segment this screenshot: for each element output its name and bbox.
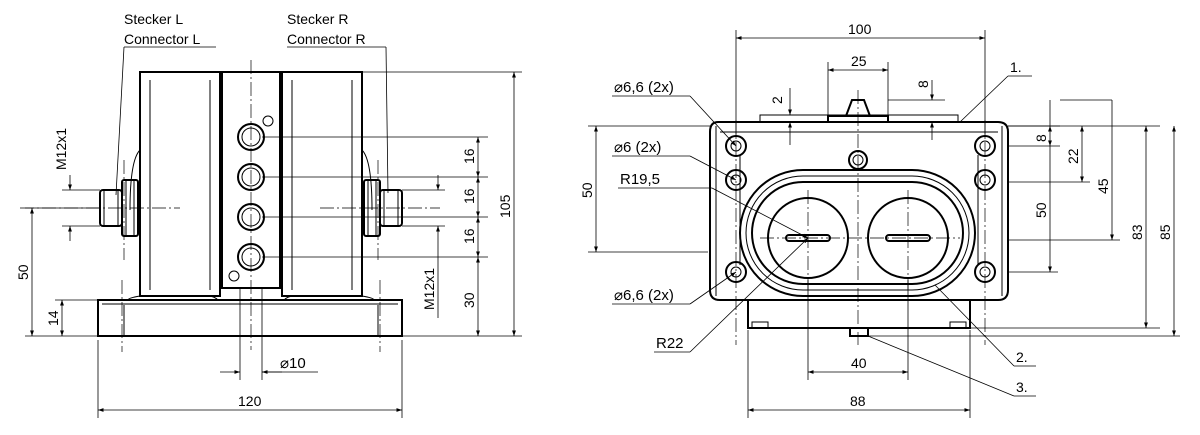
dim-83: 83 bbox=[970, 125, 1160, 329]
dim-50-left: 50 bbox=[579, 125, 710, 253]
svg-text:⌀10: ⌀10 bbox=[280, 355, 306, 372]
leader-connector-r bbox=[287, 46, 389, 194]
svg-text:16: 16 bbox=[461, 148, 477, 164]
dim-total-height: 105 bbox=[362, 71, 522, 337]
note-2: 2. bbox=[1016, 349, 1028, 365]
front-view: 100 25 2 8 1. bbox=[579, 21, 1180, 418]
dim-8-right: 8 bbox=[1008, 125, 1060, 147]
callout-radius-inner: R19,5 bbox=[618, 171, 809, 239]
dim-base-height: 14 bbox=[45, 299, 98, 336]
dim-45: 45 bbox=[1008, 99, 1120, 241]
dim-width-top: 100 bbox=[735, 21, 986, 136]
dim-22: 22 bbox=[1008, 126, 1090, 183]
dim-40: 40 bbox=[807, 280, 909, 380]
svg-text:88: 88 bbox=[850, 393, 866, 409]
svg-text:⌀6,6 (2x): ⌀6,6 (2x) bbox=[614, 79, 674, 96]
side-view-body bbox=[97, 71, 403, 337]
leader-note-2 bbox=[934, 284, 1015, 367]
side-view: Stecker L Connector L Stecker R Connecto… bbox=[15, 11, 522, 418]
callout-hole-bottom: ⌀6,6 (2x) bbox=[612, 271, 737, 305]
svg-text:M12x1: M12x1 bbox=[53, 128, 69, 170]
front-view-body bbox=[709, 99, 1009, 337]
connector-r-label-de: Stecker R bbox=[287, 11, 348, 27]
dim-50-right: 50 bbox=[1008, 100, 1058, 273]
dim-pitch: 16 16 16 30 bbox=[262, 136, 488, 336]
svg-text:50: 50 bbox=[15, 264, 31, 280]
leader-note-3 bbox=[867, 335, 1015, 397]
svg-text:R22: R22 bbox=[656, 335, 684, 352]
callout-hole-mid: ⌀6 (2x) bbox=[612, 139, 737, 181]
svg-text:85: 85 bbox=[1157, 224, 1173, 240]
svg-text:14: 14 bbox=[45, 310, 61, 326]
dim-width: 120 bbox=[97, 340, 403, 418]
svg-text:22: 22 bbox=[1065, 148, 1081, 164]
dim-thread-right: M12x1 bbox=[402, 175, 445, 318]
dim-thread-left: M12x1 bbox=[53, 128, 100, 241]
note-3: 3. bbox=[1016, 379, 1028, 395]
svg-text:100: 100 bbox=[848, 21, 872, 37]
dim-2: 2 bbox=[769, 88, 828, 145]
callout-hole-top: ⌀6,6 (2x) bbox=[612, 79, 737, 147]
callout-radius-outer: R22 bbox=[654, 237, 809, 353]
side-view-centerlines bbox=[20, 60, 440, 352]
svg-text:16: 16 bbox=[461, 188, 477, 204]
svg-text:⌀6,6 (2x): ⌀6,6 (2x) bbox=[614, 287, 674, 304]
connector-l-label-en: Connector L bbox=[124, 31, 200, 47]
svg-text:M12x1: M12x1 bbox=[421, 268, 437, 310]
svg-text:120: 120 bbox=[238, 393, 262, 409]
svg-text:50: 50 bbox=[579, 182, 595, 198]
svg-text:40: 40 bbox=[851, 355, 867, 371]
dim-8-top: 8 bbox=[888, 80, 945, 140]
dim-shaft-diameter: ⌀10 bbox=[220, 288, 318, 380]
connector-r-label-en: Connector R bbox=[287, 31, 366, 47]
svg-text:8: 8 bbox=[915, 80, 931, 88]
svg-text:16: 16 bbox=[461, 228, 477, 244]
note-1: 1. bbox=[1010, 59, 1022, 75]
dim-85: 85 bbox=[868, 126, 1180, 337]
svg-text:R19,5: R19,5 bbox=[620, 171, 660, 188]
svg-text:105: 105 bbox=[497, 194, 513, 218]
svg-text:83: 83 bbox=[1129, 224, 1145, 240]
dim-roller-width: 25 bbox=[827, 53, 889, 116]
svg-text:45: 45 bbox=[1095, 178, 1111, 194]
svg-text:25: 25 bbox=[851, 53, 867, 69]
svg-text:⌀6 (2x): ⌀6 (2x) bbox=[614, 139, 661, 156]
svg-text:8: 8 bbox=[1033, 134, 1049, 142]
svg-text:30: 30 bbox=[461, 292, 477, 308]
leader-connector-l bbox=[115, 46, 216, 196]
svg-text:2: 2 bbox=[769, 96, 785, 104]
svg-text:50: 50 bbox=[1033, 202, 1049, 218]
connector-l-label-de: Stecker L bbox=[124, 11, 183, 27]
dim-connector-height: 50 bbox=[15, 207, 100, 337]
dim-88: 88 bbox=[747, 330, 971, 418]
